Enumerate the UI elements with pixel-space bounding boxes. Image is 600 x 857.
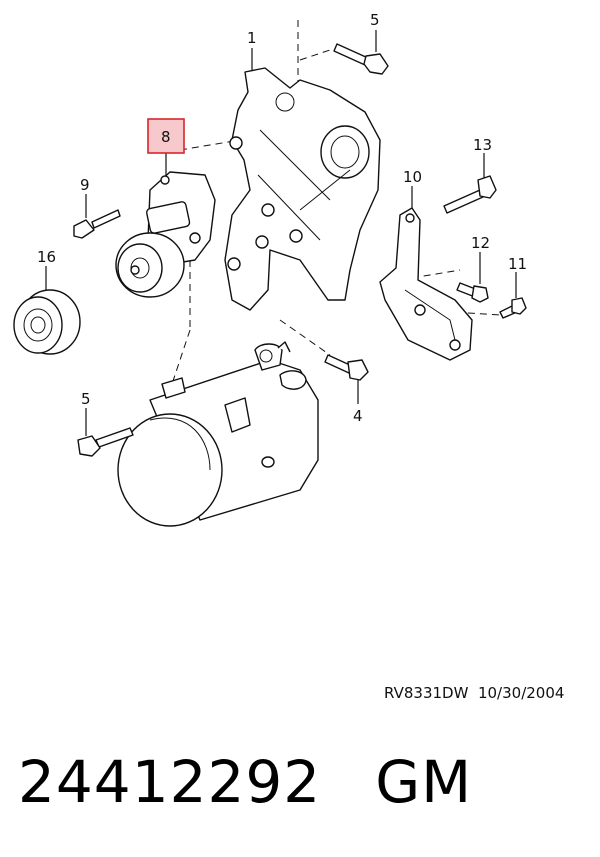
support-bracket	[379, 207, 473, 361]
exploded-parts-diagram: 1 5 8 9 13 10 16 12 11 4 5	[13, 11, 527, 527]
reference-date: 10/30/2004	[477, 684, 565, 702]
callout-16: 16	[37, 248, 56, 266]
brand-name: GM	[375, 748, 473, 816]
part-number-line: 24412292 GM	[18, 748, 472, 816]
reference-code: RV8331DW	[384, 684, 469, 702]
callout-12: 12	[471, 234, 490, 252]
callout-9: 9	[80, 176, 90, 194]
highlight-box	[147, 118, 185, 154]
bolt-11	[499, 297, 527, 319]
drawing-reference: RV8331DW 10/30/2004	[384, 684, 564, 702]
part-number: 24412292	[18, 748, 322, 816]
callout-10: 10	[403, 168, 422, 186]
callout-11: 11	[508, 255, 527, 273]
bolt-5-lower	[77, 427, 134, 457]
tensioner-pulley	[115, 232, 185, 298]
centerline-top	[297, 20, 331, 120]
ac-compressor	[117, 341, 319, 527]
bolt-4	[324, 354, 369, 381]
mounting-bracket	[224, 67, 381, 311]
callout-5-lower: 5	[81, 390, 91, 408]
callout-5-top: 5	[370, 11, 380, 29]
callout-8: 8	[161, 128, 171, 146]
bolt-9	[73, 209, 121, 239]
callout-4: 4	[353, 407, 363, 425]
bolt-5-top	[333, 43, 389, 75]
idler-pulley	[13, 289, 81, 355]
callout-1: 1	[247, 29, 257, 47]
bolt-13	[443, 175, 497, 214]
bolt-12	[456, 282, 489, 303]
callout-13: 13	[473, 136, 492, 154]
